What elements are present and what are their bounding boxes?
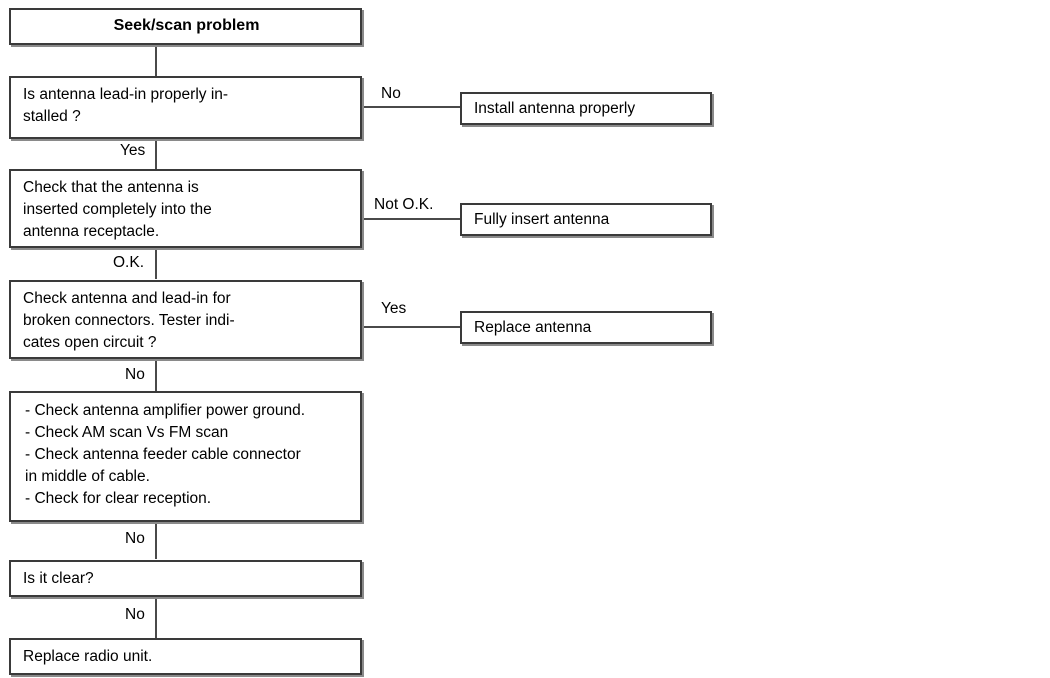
- node-additional-checks-label: - Check antenna amplifier power ground. …: [25, 402, 306, 507]
- edge-label-inserted-notok: Not O.K.: [371, 196, 437, 214]
- connector-leadin-to-inserted: [155, 138, 157, 170]
- node-additional-checks[interactable]: - Check antenna amplifier power ground. …: [9, 391, 362, 522]
- edge-label-broken-yes: Yes: [378, 300, 410, 318]
- edge-label-leadin-yes: Yes: [117, 142, 149, 160]
- connector-inserted-to-broken: [155, 247, 157, 279]
- node-check-inserted[interactable]: Check that the antenna is inserted compl…: [9, 169, 362, 248]
- connector-start-to-leadin: [155, 44, 157, 76]
- node-replace-radio-unit-label: Replace radio unit.: [23, 647, 153, 665]
- node-is-it-clear[interactable]: Is it clear?: [9, 560, 362, 597]
- edge-label-inserted-ok: O.K.: [110, 254, 148, 272]
- connector-broken-to-replaceantenna: [362, 326, 462, 328]
- edge-label-isclear-no: No: [122, 606, 148, 624]
- node-start[interactable]: Seek/scan problem: [9, 8, 362, 45]
- connector-leadin-to-install: [362, 106, 462, 108]
- node-start-label: Seek/scan problem: [113, 17, 260, 35]
- node-lead-in-question[interactable]: Is antenna lead-in properly in- stalled …: [9, 76, 362, 139]
- edge-label-leadin-no: No: [378, 85, 404, 103]
- node-check-broken-connectors[interactable]: Check antenna and lead-in for broken con…: [9, 280, 362, 359]
- node-fully-insert-antenna-label: Fully insert antenna: [474, 210, 610, 228]
- node-install-antenna-properly[interactable]: Install antenna properly: [460, 92, 712, 125]
- node-install-antenna-properly-label: Install antenna properly: [474, 99, 636, 117]
- connector-broken-to-checks: [155, 358, 157, 391]
- node-check-broken-connectors-label: Check antenna and lead-in for broken con…: [23, 290, 235, 351]
- edge-label-checks-no: No: [122, 530, 148, 548]
- node-lead-in-question-label: Is antenna lead-in properly in- stalled …: [23, 86, 229, 125]
- connector-checks-to-isclear: [155, 521, 157, 559]
- edge-label-broken-no: No: [122, 366, 148, 384]
- node-replace-radio-unit[interactable]: Replace radio unit.: [9, 638, 362, 675]
- connector-inserted-to-fullyinsert: [362, 218, 462, 220]
- node-check-inserted-label: Check that the antenna is inserted compl…: [23, 179, 212, 240]
- node-replace-antenna[interactable]: Replace antenna: [460, 311, 712, 344]
- node-replace-antenna-label: Replace antenna: [474, 318, 592, 336]
- node-fully-insert-antenna[interactable]: Fully insert antenna: [460, 203, 712, 236]
- node-is-it-clear-label: Is it clear?: [23, 569, 94, 587]
- connector-isclear-to-replaceradio: [155, 596, 157, 638]
